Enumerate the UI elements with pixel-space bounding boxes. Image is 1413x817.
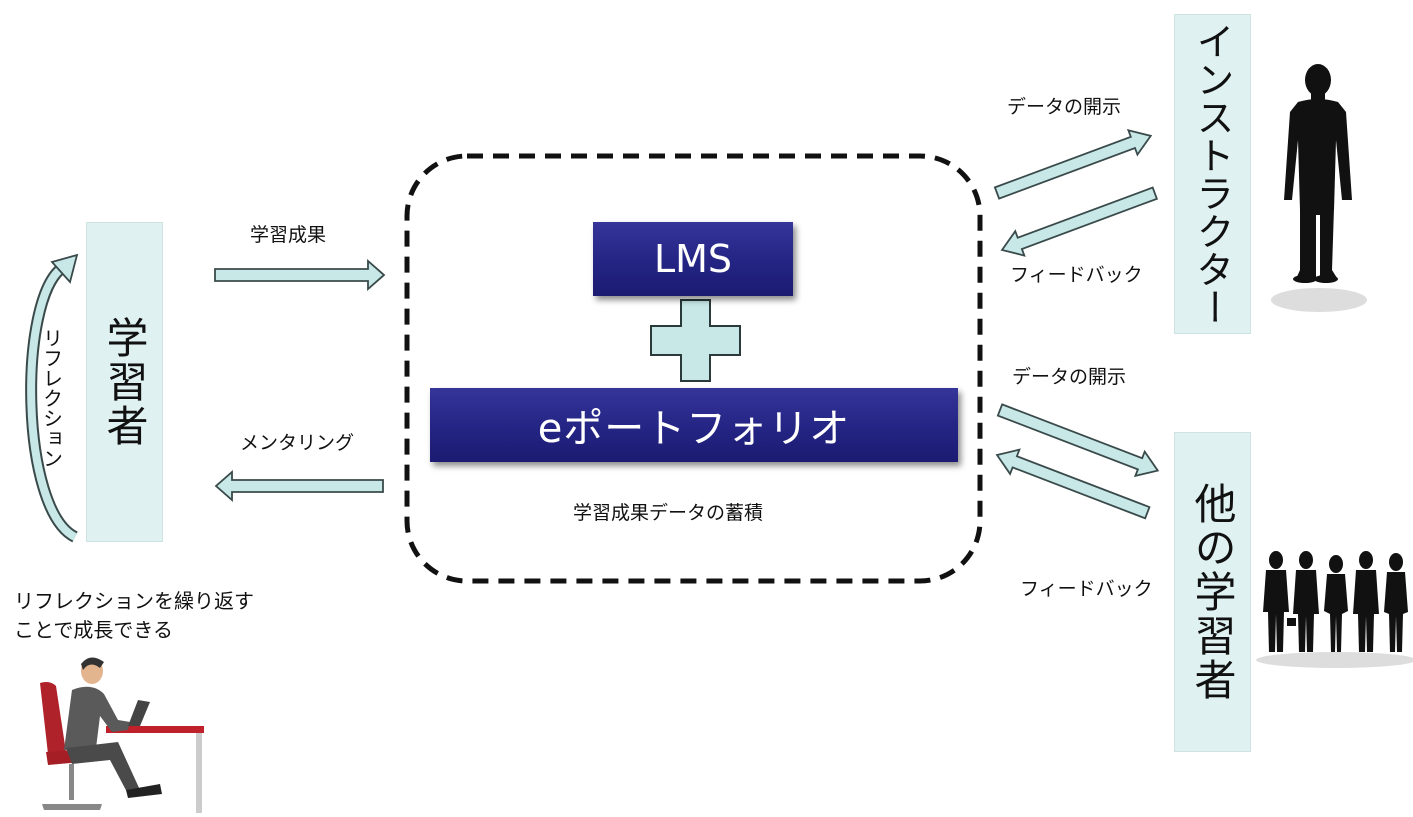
arrow-data-disclosure-instructor <box>993 128 1153 200</box>
lms-box: LMS <box>593 222 793 296</box>
learning-outcome-label: 学習成果 <box>250 224 327 246</box>
other-learners-box: 他の学習者 <box>1174 432 1251 752</box>
arrow-mentoring <box>214 470 384 502</box>
feedback-peers-label: フィードバック <box>1020 578 1153 600</box>
feedback-instructor-label: フィードバック <box>1010 264 1143 286</box>
learner-caption-line2: ことで成長できる <box>14 618 173 642</box>
data-disclosure-peers-label: データの開示 <box>1012 366 1127 388</box>
lms-label: LMS <box>653 237 733 281</box>
other-learners-silhouette-icon <box>1256 551 1413 668</box>
arrow-data-disclosure-peers <box>996 403 1160 478</box>
accumulation-caption: 学習成果データの蓄積 <box>573 502 764 524</box>
mentoring-label: メンタリング <box>240 432 355 454</box>
learner-caption: リフレクションを繰り返す ことで成長できる <box>14 587 254 645</box>
eportfolio-box: eポートフォリオ <box>430 388 958 462</box>
central-dashed-container <box>404 153 983 584</box>
data-disclosure-instructor-label: データの開示 <box>1007 96 1122 118</box>
learner-box: 学習者 <box>86 222 163 542</box>
instructor-silhouette-icon <box>1271 64 1367 312</box>
learner-at-desk-illustration-icon <box>40 657 204 813</box>
learner-caption-line1: リフレクションを繰り返す <box>14 589 254 613</box>
other-learners-label: 他の学習者 <box>1188 482 1237 702</box>
reflection-label: リフレクション <box>39 328 64 468</box>
arrow-learning-outcome <box>214 259 386 291</box>
reflection-label-wrap: リフレクション <box>38 328 66 488</box>
reflection-curved-arrow <box>25 253 79 543</box>
learner-label: 学習者 <box>100 316 149 448</box>
arrow-feedback-instructor <box>1000 186 1159 257</box>
eportfolio-label: eポートフォリオ <box>537 406 851 452</box>
instructor-box: インストラクター <box>1174 14 1251 334</box>
arrow-feedback-peers <box>995 448 1151 520</box>
instructor-label: インストラクター <box>1190 22 1234 326</box>
plus-icon <box>650 299 741 382</box>
